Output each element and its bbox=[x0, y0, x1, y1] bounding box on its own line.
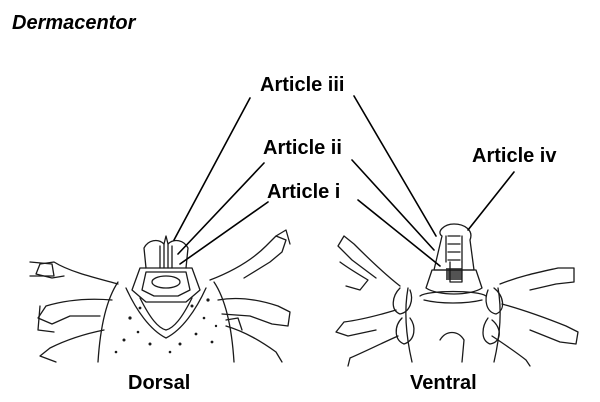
dorsal-tick-illustration bbox=[30, 230, 290, 362]
leader-article-ii-ventral bbox=[352, 160, 434, 250]
leader-lines bbox=[174, 96, 514, 266]
leader-article-ii-dorsal bbox=[178, 163, 264, 254]
leader-article-i-dorsal bbox=[180, 202, 268, 264]
leader-article-iii-ventral bbox=[354, 96, 436, 236]
caption-ventral: Ventral bbox=[410, 372, 477, 394]
label-article-iii: Article iii bbox=[260, 74, 345, 96]
ventral-tick-illustration bbox=[336, 224, 578, 366]
label-article-iv: Article iv bbox=[472, 145, 557, 167]
caption-dorsal: Dorsal bbox=[128, 372, 191, 394]
label-article-ii: Article ii bbox=[263, 137, 342, 159]
leader-article-i-ventral bbox=[358, 200, 440, 266]
leader-article-iii-dorsal bbox=[174, 98, 250, 240]
diagram-title: Dermacentor bbox=[12, 12, 136, 34]
leader-article-iv-ventral bbox=[468, 172, 514, 230]
label-article-i: Article i bbox=[267, 181, 341, 203]
